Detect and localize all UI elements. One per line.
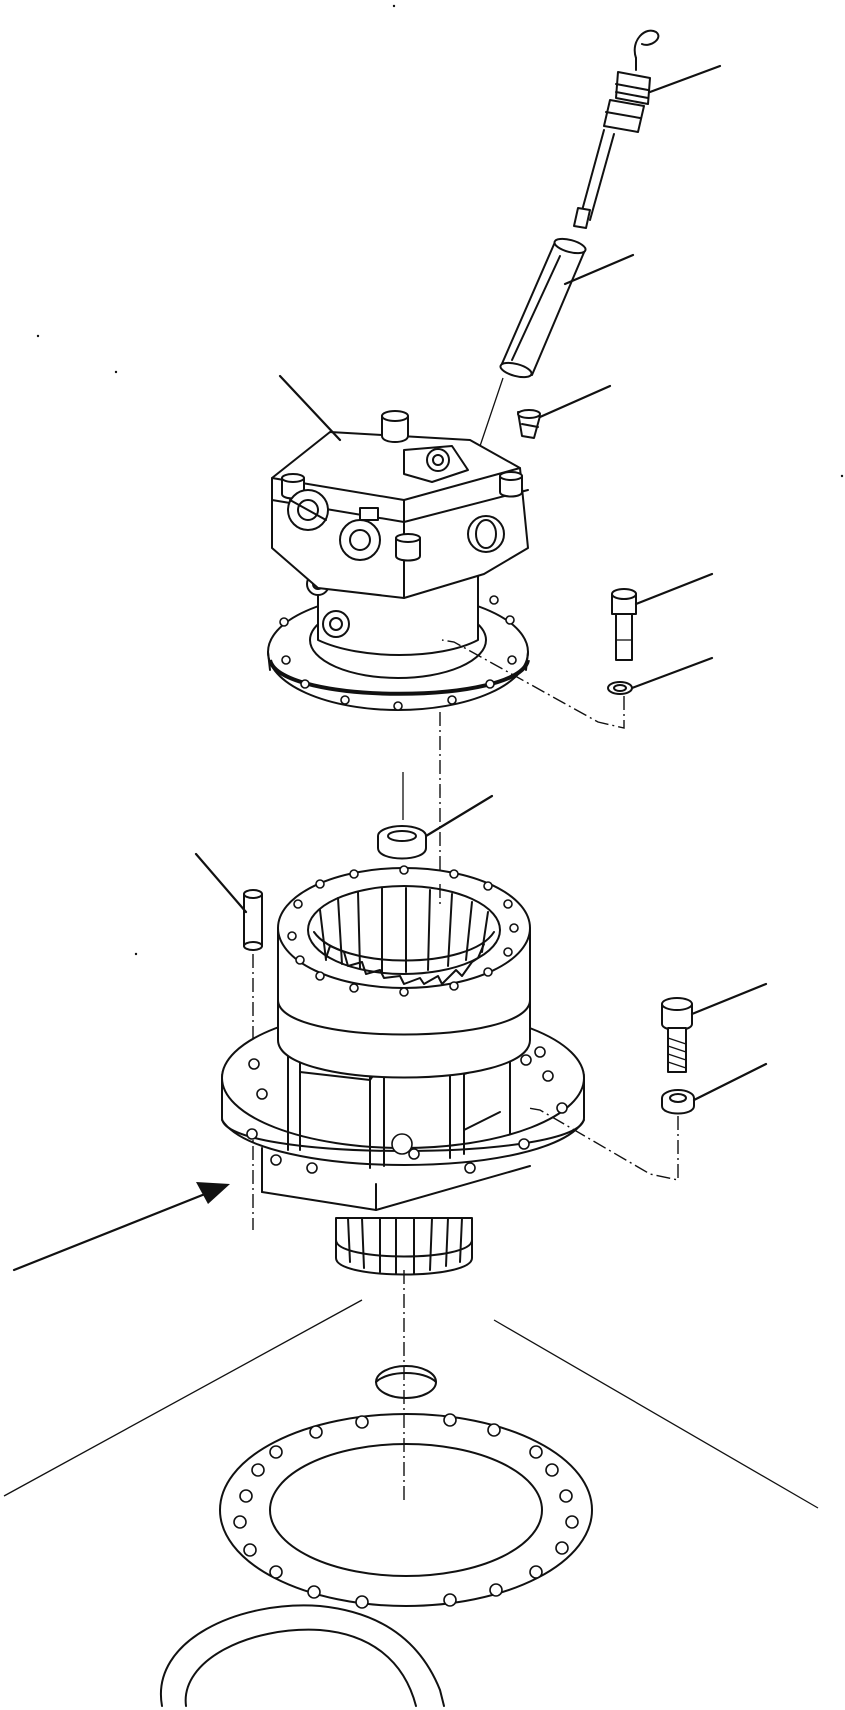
seal-ring	[377, 825, 427, 860]
motor-ports	[287, 489, 505, 561]
reduction-gear-housing	[221, 865, 585, 1211]
swing-motor	[267, 410, 530, 711]
leader-line-seal	[424, 794, 494, 838]
leader-line-tube	[563, 253, 635, 286]
leader-line-dipstick	[648, 64, 722, 94]
leader-line-washer-lower	[692, 1062, 768, 1102]
frame-plane	[3, 1299, 819, 1509]
valve-caps	[281, 410, 523, 562]
direction-arrow	[12, 1182, 230, 1272]
washer-lower	[661, 1089, 695, 1115]
bolt-lower	[661, 997, 693, 1073]
dipstick	[573, 29, 660, 229]
scan-specks	[36, 4, 844, 956]
drum-holes	[287, 865, 519, 997]
leader-line-washer-upper	[630, 656, 714, 690]
gauge-tube	[499, 237, 587, 379]
plug	[517, 409, 541, 439]
dowel-pin	[243, 889, 263, 951]
leader-line-bolt-upper	[634, 572, 714, 606]
lower-frame-curve	[159, 1604, 445, 1707]
flange-holes	[279, 595, 517, 711]
pinion-shaft	[335, 1217, 473, 1276]
guide-line-upper-bolt	[441, 639, 625, 729]
leader-line-dowel	[194, 852, 248, 914]
guide-line-tube	[477, 377, 504, 453]
washer-upper	[607, 681, 633, 695]
housing-flange-holes	[246, 1046, 568, 1174]
leader-line-plug	[538, 384, 612, 419]
bolt-upper	[611, 588, 637, 661]
ring-holes	[233, 1413, 579, 1609]
guide-line-lower-bolt	[527, 1107, 679, 1181]
leader-line-motor	[278, 374, 342, 442]
leader-line-bolt-lower	[690, 982, 768, 1016]
swing-circle-ring	[219, 1413, 593, 1609]
